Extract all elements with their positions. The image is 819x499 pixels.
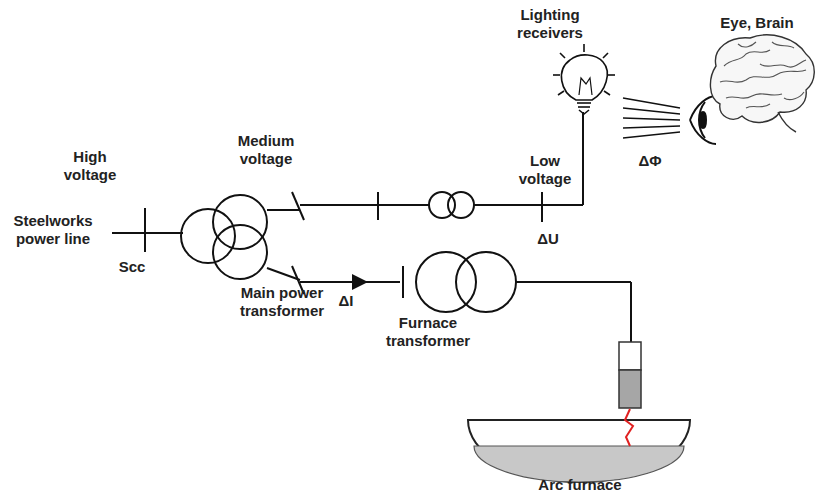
organ-label: Eye, Brain (702, 14, 812, 32)
voltage-label: Low voltage (508, 152, 582, 188)
current-change-symbol: ΔI (326, 292, 366, 310)
voltage-change-symbol: ΔU (528, 230, 568, 248)
furnace-label: Arc furnace (525, 476, 635, 494)
transformer-label: Main power transformer (202, 284, 362, 320)
voltage-label: Medium voltage (223, 132, 309, 168)
flux-symbol: ΔΦ (630, 152, 670, 170)
voltage-label: High voltage (53, 148, 127, 184)
power-symbol: Scc (107, 258, 157, 276)
device-label: Lighting receivers (502, 6, 598, 42)
transformer-label: Furnace transformer (373, 314, 483, 350)
line-label: Steelworks power line (3, 212, 103, 248)
